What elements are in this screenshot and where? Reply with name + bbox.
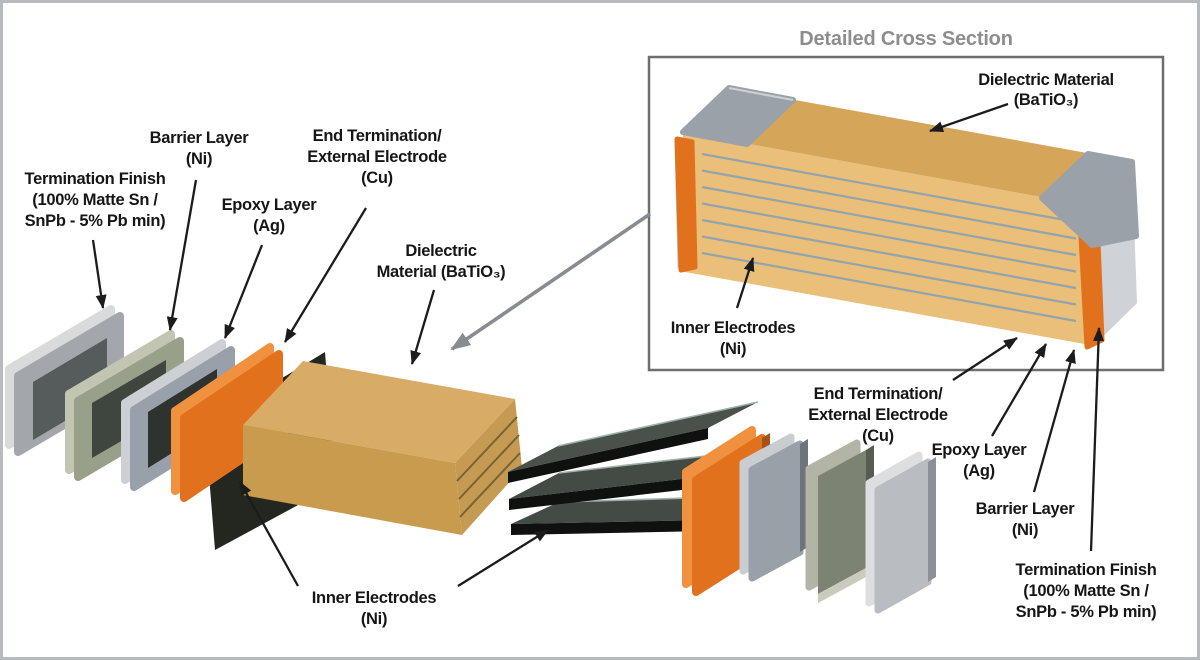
layer-groove	[456, 416, 518, 482]
electrode-plate-top	[508, 401, 759, 483]
arrow-barrier-layer	[166, 179, 198, 331]
label-line: Termination Finish	[1016, 561, 1157, 579]
label-line: Material (BaTiO₃)	[377, 263, 506, 281]
cross-section-capacitor	[674, 85, 1139, 350]
label-line: (BaTiO₃)	[1014, 91, 1079, 109]
arrow-dielectric	[410, 289, 436, 365]
layer-groove	[459, 452, 521, 518]
arrow-cross-section-link	[450, 212, 652, 351]
plate-highlight	[557, 401, 759, 447]
layer-groove	[458, 434, 520, 500]
label-line: (100% Matte Sn /	[1023, 582, 1149, 600]
cross-section-inset	[647, 55, 1165, 372]
dielectric-block	[243, 361, 522, 535]
arrow-cross-barrier	[1032, 349, 1076, 493]
label-line: (Ni)	[186, 150, 212, 168]
arrow-cross-inner-electrodes	[735, 257, 755, 309]
arrow-epoxy-layer	[223, 244, 264, 339]
label-termination-finish-right: Termination Finish (100% Matte Sn / SnPb…	[1016, 561, 1157, 621]
inner-electrode-line	[701, 235, 1077, 306]
arrow-cross-end-termination	[952, 337, 1018, 381]
label-line: SnPb - 5% Pb min)	[1016, 603, 1157, 621]
slab-bottom-bevel	[818, 568, 866, 603]
arrow-cross-dielectric	[929, 102, 1009, 133]
label-line: Dielectric	[405, 242, 476, 260]
cross-section-title: Detailed Cross Section	[799, 28, 1012, 50]
label-line: Barrier Layer	[150, 129, 250, 147]
label-line: Epoxy Layer	[932, 441, 1028, 459]
label-line: (Ni)	[1012, 521, 1038, 539]
label-inner-electrodes-cross: Inner Electrodes (Ni)	[671, 319, 796, 358]
arrow-cross-finish	[1089, 327, 1105, 552]
termination-cap-right	[1039, 151, 1139, 248]
inner-electrode-line	[701, 152, 1077, 224]
label-line: Epoxy Layer	[222, 196, 318, 214]
label-end-termination-right: End Termination/ External Electrode (Cu)	[808, 385, 948, 445]
label-line: (Ni)	[361, 610, 387, 628]
label-line: (Ni)	[720, 340, 746, 358]
plate-front	[508, 428, 708, 483]
label-line: External Electrode	[808, 406, 948, 424]
plate-front	[509, 476, 708, 510]
arrow-inner-electrodes-left	[238, 481, 300, 587]
slab-face	[818, 450, 866, 594]
slab-face	[748, 440, 804, 582]
arrow-cross-epoxy	[991, 343, 1047, 437]
inner-electrode-line	[701, 202, 1077, 273]
inner-electrode-line	[701, 169, 1077, 240]
dielectric-block-top	[243, 361, 515, 463]
exploded-view	[5, 305, 936, 614]
label-line: (Cu)	[862, 427, 894, 445]
cap-highlight	[728, 87, 794, 101]
arrow-termination-finish	[91, 239, 107, 309]
slab-side	[928, 457, 936, 582]
label-dielectric-left: Dielectric Material (BaTiO₃)	[377, 242, 506, 281]
slab-barrier-right	[805, 439, 874, 603]
label-line: (100% Matte Sn /	[32, 191, 158, 209]
slab-finish-right	[865, 451, 936, 614]
label-epoxy-layer-right: Epoxy Layer (Ag)	[932, 441, 1028, 480]
label-line: External Electrode	[307, 148, 447, 166]
inner-electrode-line	[701, 185, 1077, 257]
label-end-termination-left: End Termination/ External Electrode (Cu)	[307, 127, 447, 187]
capacitor-top-face	[683, 88, 1131, 205]
annotation-arrows	[91, 102, 1105, 587]
inner-electrode-line	[701, 218, 1077, 290]
label-line: SnPb - 5% Pb min)	[25, 212, 166, 230]
label-inner-electrodes-left: Inner Electrodes (Ni)	[312, 589, 437, 628]
plate-front	[511, 520, 708, 535]
label-dielectric-cross: Dielectric Material (BaTiO₃)	[978, 71, 1114, 109]
label-line: (Cu)	[361, 169, 393, 187]
arrow-inner-electrodes-right	[457, 529, 549, 587]
inner-electrode-line	[701, 251, 1077, 323]
label-line: Termination Finish	[25, 170, 166, 188]
label-termination-finish-left: Termination Finish (100% Matte Sn / SnPb…	[25, 170, 166, 230]
label-barrier-layer-left: Barrier Layer (Ni)	[150, 129, 250, 168]
label-line: Inner Electrodes	[671, 319, 796, 337]
arrow-end-termination	[284, 207, 367, 343]
plate-top	[508, 402, 758, 472]
label-line: (Ag)	[253, 217, 285, 235]
label-line: End Termination/	[313, 127, 442, 145]
label-epoxy-layer-left: Epoxy Layer (Ag)	[222, 196, 318, 235]
label-line: Dielectric Material	[978, 71, 1114, 89]
label-line: Barrier Layer	[976, 500, 1076, 518]
label-line: Inner Electrodes	[312, 589, 437, 607]
label-barrier-layer-right: Barrier Layer (Ni)	[976, 500, 1076, 539]
label-line: (Ag)	[963, 462, 995, 480]
label-line: End Termination/	[814, 385, 943, 403]
slab-face	[874, 458, 932, 614]
copper-band-left	[674, 136, 698, 273]
dielectric-block-front	[243, 425, 462, 535]
slab-epoxy-right	[739, 433, 808, 582]
